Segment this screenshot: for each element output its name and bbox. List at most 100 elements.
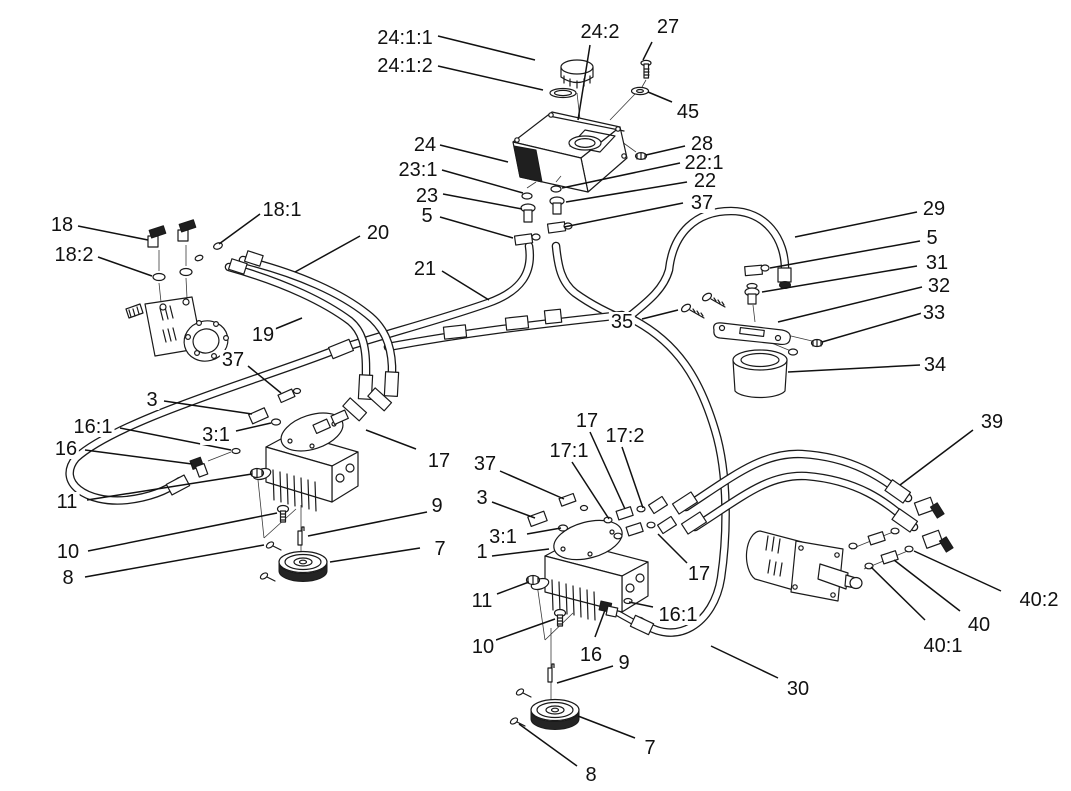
leader-line-10 [495, 618, 556, 641]
screw-8-b [509, 717, 526, 727]
pump-inlet-fittings [248, 387, 393, 435]
motor-fittings-40 [848, 527, 914, 570]
fitting-31 [744, 282, 760, 305]
spacer-34 [732, 349, 788, 399]
bolt-10 [553, 608, 567, 627]
nut-11 [249, 467, 265, 479]
leader-line-23 [442, 193, 523, 210]
leader-line-37 [563, 202, 684, 228]
screw-35-a [680, 303, 705, 319]
leader-line-32 [777, 286, 923, 323]
tank-body [512, 111, 628, 193]
callout-leader-lines [77, 35, 1002, 767]
leader-line-17:2 [621, 446, 644, 509]
leader-line-7 [329, 547, 421, 563]
elbow-fitting-16 [189, 447, 241, 478]
leader-line-39 [899, 429, 974, 486]
motor-body [745, 530, 863, 602]
hose-clamp-37 [277, 388, 296, 404]
hose-elbow-fittings [913, 496, 954, 553]
leader-line-45 [647, 91, 673, 103]
left-hydro-pump [189, 387, 393, 582]
nut-33 [810, 338, 824, 348]
filler-cap [560, 59, 594, 89]
hose-clamp-37 [546, 221, 573, 234]
leader-line-31 [761, 265, 918, 293]
right-wheel-motor [745, 527, 914, 602]
leader-line-10 [87, 512, 278, 552]
leader-line-18 [77, 225, 149, 241]
o-ring-16-1 [231, 447, 241, 455]
leader-line-40:1 [870, 566, 926, 621]
shaft-key-9 [297, 526, 305, 546]
leader-line-3 [491, 501, 536, 519]
leader-line-3:1 [235, 422, 272, 432]
leader-line-28 [645, 145, 686, 156]
leader-line-30 [710, 645, 779, 679]
motor-body [125, 296, 230, 362]
hose-clamp-5 [744, 264, 770, 277]
o-ring-40-2 [904, 545, 914, 553]
leader-line-8 [518, 723, 578, 767]
leader-line-11 [86, 473, 253, 501]
leader-line-16 [594, 609, 606, 638]
leader-line-35 [641, 309, 679, 320]
leader-line-5 [769, 240, 921, 269]
leader-line-11 [496, 581, 530, 595]
leader-line-17 [589, 431, 626, 510]
leader-line-1 [491, 548, 550, 557]
screw-27 [640, 59, 652, 79]
leader-line-33 [821, 312, 923, 343]
o-ring-18-2-a [152, 272, 166, 282]
leader-line-9 [307, 511, 428, 537]
leader-line-3 [163, 400, 253, 415]
hydraulic-hoses [65, 206, 954, 637]
pulley-7 [278, 550, 328, 582]
nut-28 [634, 152, 648, 161]
elbow-fitting-18-b [177, 219, 197, 242]
hose-clamp-37 [558, 492, 577, 507]
leader-line-22 [565, 181, 688, 203]
bolt-10 [276, 504, 290, 523]
leader-line-24:1:2 [437, 65, 544, 91]
leader-line-29 [794, 211, 918, 238]
leader-line-40 [893, 559, 961, 612]
pump-inlet-fittings [527, 492, 678, 540]
leader-line-23:1 [441, 169, 524, 194]
elbow-fitting-18-a [147, 225, 167, 248]
leader-line-8 [84, 544, 265, 578]
leader-line-24:2 [577, 44, 591, 121]
o-ring-18-1 [213, 242, 223, 250]
pump-body [252, 412, 359, 512]
leader-line-3:1 [526, 527, 562, 535]
o-ring-18-2-b [179, 267, 193, 277]
screw-35-b [701, 292, 726, 308]
small-nut [787, 348, 799, 356]
hose-clamp-5 [513, 233, 541, 246]
leader-line-22:1 [561, 162, 681, 189]
leader-line-37 [499, 470, 565, 500]
bracket-32 [713, 322, 791, 346]
leader-line-24 [439, 144, 509, 163]
screw-8-a [515, 688, 532, 698]
tank-outlet-fittings [513, 175, 573, 246]
leader-line-34 [787, 364, 921, 373]
o-ring-3-1 [270, 418, 282, 426]
leader-line-20 [294, 235, 361, 273]
screw-8-b [259, 572, 276, 582]
leader-line-19 [274, 317, 303, 330]
leader-line-16:1 [119, 427, 232, 451]
leader-line-17 [365, 429, 417, 450]
fitting-17 [615, 506, 634, 521]
leader-line-27 [642, 41, 653, 61]
leader-line-17:1 [571, 461, 610, 520]
center-hydro-pump [509, 492, 678, 730]
leader-line-18:2 [97, 256, 153, 277]
breather-bracket-group [680, 264, 824, 399]
o-ring-17-2 [636, 505, 646, 513]
shaft-key-9 [547, 663, 555, 683]
left-wheel-motor [125, 219, 230, 362]
leader-line-40:2 [913, 550, 1002, 592]
